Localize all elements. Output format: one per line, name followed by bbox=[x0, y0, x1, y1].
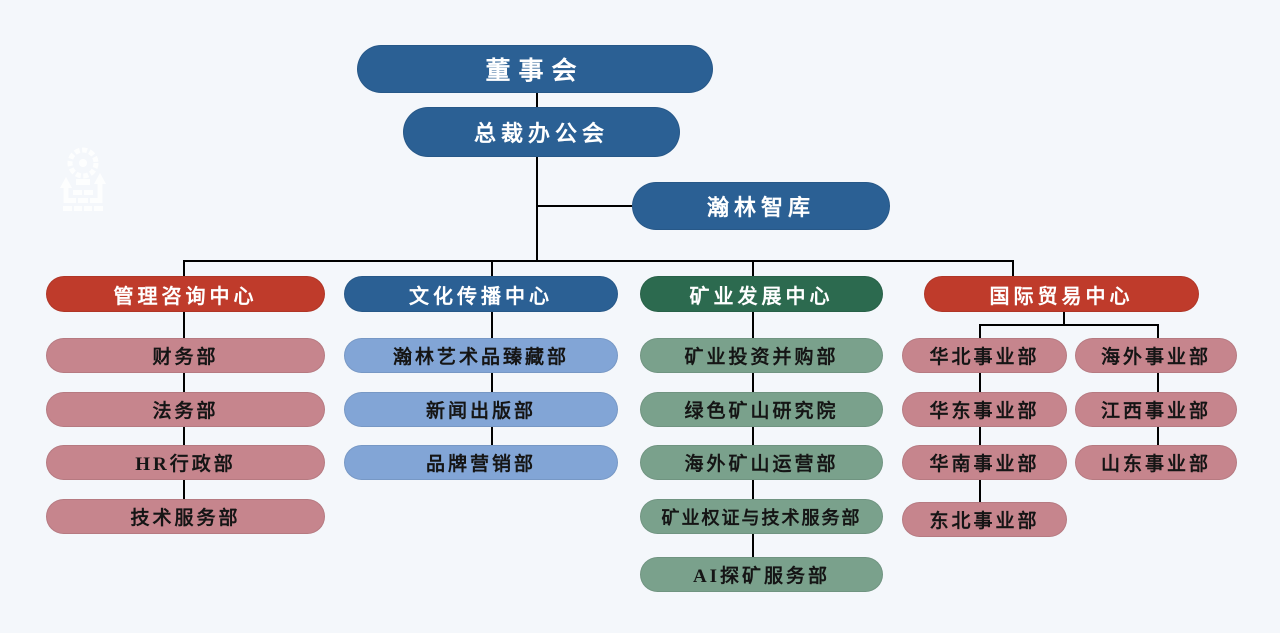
connector-line bbox=[1157, 324, 1159, 338]
node-center-management-consulting: 管理咨询中心 bbox=[46, 276, 325, 312]
node-dept-finance: 财务部 bbox=[46, 338, 325, 373]
connector-line bbox=[1063, 312, 1065, 326]
connector-line bbox=[752, 427, 754, 445]
node-dept-east-china: 华东事业部 bbox=[902, 392, 1067, 427]
node-dept-overseas-mine-ops: 海外矿山运营部 bbox=[640, 445, 883, 480]
connector-line bbox=[1157, 427, 1159, 445]
node-dept-news-publishing: 新闻出版部 bbox=[344, 392, 618, 427]
node-dept-overseas: 海外事业部 bbox=[1075, 338, 1237, 373]
connector-line bbox=[491, 260, 493, 276]
connector-line bbox=[752, 534, 754, 557]
connector-line bbox=[979, 324, 1159, 326]
node-center-mining-development: 矿业发展中心 bbox=[640, 276, 883, 312]
node-board: 董事会 bbox=[357, 45, 713, 93]
node-think-tank: 瀚林智库 bbox=[632, 182, 890, 230]
connector-line bbox=[183, 427, 185, 445]
connector-line bbox=[536, 157, 538, 262]
node-dept-brand-marketing: 品牌营销部 bbox=[344, 445, 618, 480]
node-dept-mining-investment: 矿业投资并购部 bbox=[640, 338, 883, 373]
connector-line bbox=[752, 312, 754, 338]
connector-line bbox=[1012, 260, 1014, 276]
connector-line bbox=[979, 427, 981, 445]
connector-line bbox=[752, 260, 754, 276]
connector-line bbox=[183, 373, 185, 392]
node-president-office: 总裁办公会 bbox=[403, 107, 680, 157]
connector-line bbox=[752, 480, 754, 499]
connector-line bbox=[491, 373, 493, 392]
connector-line bbox=[536, 93, 538, 107]
node-dept-jiangxi: 江西事业部 bbox=[1075, 392, 1237, 427]
node-dept-green-mine-institute: 绿色矿山研究院 bbox=[640, 392, 883, 427]
connector-line bbox=[183, 260, 1014, 262]
node-dept-shandong: 山东事业部 bbox=[1075, 445, 1237, 480]
connector-line bbox=[752, 373, 754, 392]
connector-line bbox=[979, 373, 981, 392]
company-logo-watermark-icon bbox=[60, 147, 106, 211]
node-dept-mining-rights-tech-service: 矿业权证与技术服务部 bbox=[640, 499, 883, 534]
node-dept-south-china: 华南事业部 bbox=[902, 445, 1067, 480]
node-dept-north-china: 华北事业部 bbox=[902, 338, 1067, 373]
node-dept-ai-exploration: AI探矿服务部 bbox=[640, 557, 883, 592]
node-dept-hr-admin: HR行政部 bbox=[46, 445, 325, 480]
node-dept-art-collection: 瀚林艺术品臻藏部 bbox=[344, 338, 618, 373]
connector-line bbox=[491, 427, 493, 445]
connector-line bbox=[183, 480, 185, 499]
connector-line bbox=[537, 205, 632, 207]
node-dept-legal: 法务部 bbox=[46, 392, 325, 427]
node-dept-tech-service: 技术服务部 bbox=[46, 499, 325, 534]
connector-line bbox=[183, 312, 185, 338]
connector-line bbox=[1157, 373, 1159, 392]
node-center-international-trade: 国际贸易中心 bbox=[924, 276, 1199, 312]
connector-line bbox=[979, 324, 981, 338]
connector-line bbox=[183, 260, 185, 276]
connector-line bbox=[979, 480, 981, 502]
connector-line bbox=[491, 312, 493, 338]
node-dept-northeast: 东北事业部 bbox=[902, 502, 1067, 537]
node-center-culture-communication: 文化传播中心 bbox=[344, 276, 618, 312]
